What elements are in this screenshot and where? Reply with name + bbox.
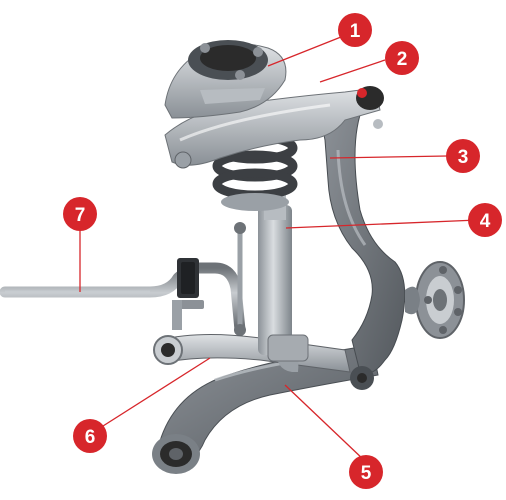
wheel-hub (405, 261, 465, 339)
callout-number: 4 (480, 211, 491, 232)
leader-line-5 (284, 384, 366, 462)
upper-control-arm (164, 86, 384, 169)
leader-line-6 (91, 357, 211, 434)
callout-number: 5 (361, 463, 372, 484)
callout-number: 1 (350, 21, 361, 42)
callout-6: 6 (73, 419, 107, 453)
callout-7: 7 (63, 197, 97, 231)
steering-knuckle (323, 109, 406, 390)
callout-number: 2 (397, 49, 408, 70)
callout-3: 3 (446, 139, 480, 173)
lower-control-arm (152, 344, 379, 474)
callout-number: 3 (458, 147, 469, 168)
leader-line-3 (329, 155, 448, 159)
leader-line-2 (319, 59, 386, 83)
leader-lines (79, 34, 479, 462)
lower-link-arm (153, 300, 351, 373)
callout-4: 4 (468, 203, 502, 237)
callout-2: 2 (385, 41, 419, 75)
callout-number: 6 (85, 427, 96, 448)
callout-number: 7 (75, 205, 86, 226)
strut-top-mount (164, 40, 287, 119)
callout-5: 5 (349, 455, 383, 489)
shock-absorber-strut (258, 190, 309, 372)
callout-1: 1 (338, 13, 372, 47)
stabilizer-bar (0, 222, 246, 336)
leader-line-1 (267, 34, 347, 67)
leader-line-4 (285, 219, 479, 229)
